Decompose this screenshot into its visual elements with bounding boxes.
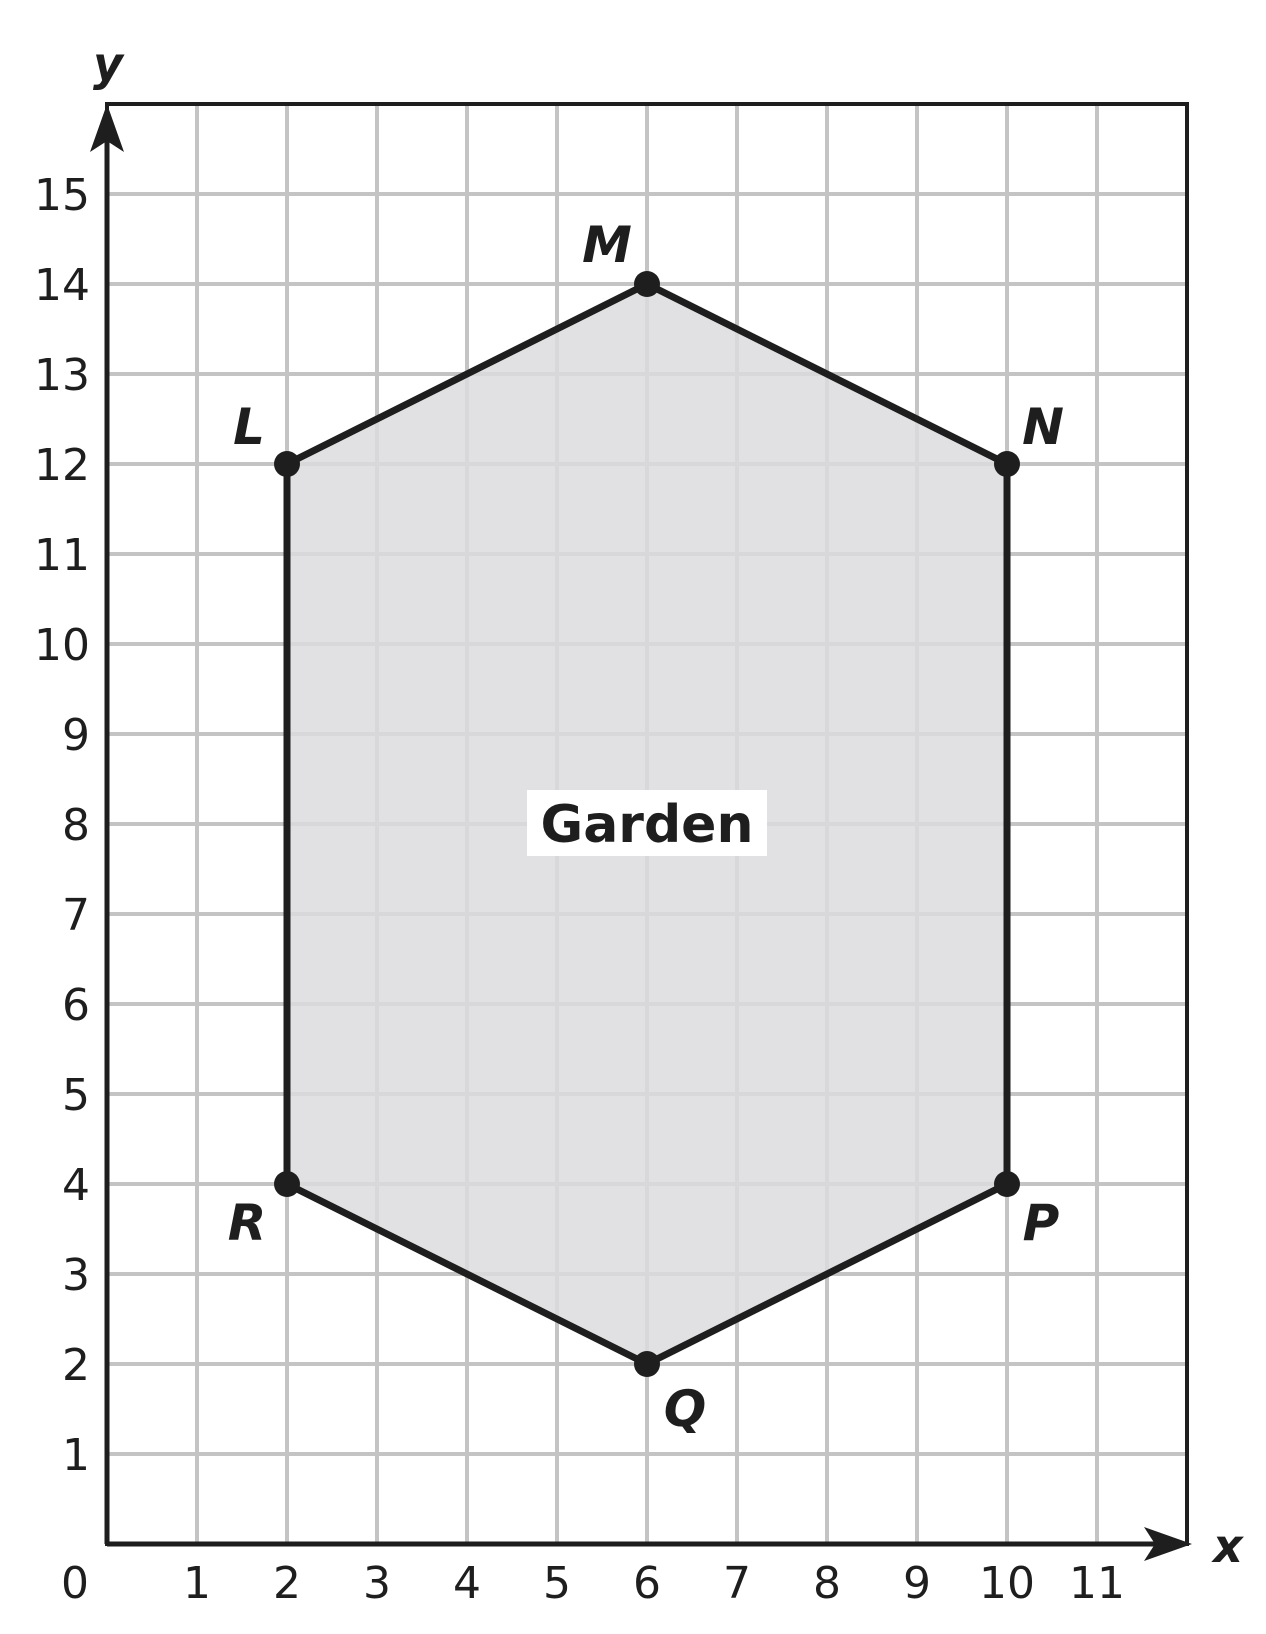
- vertex-point-m: [634, 271, 660, 297]
- garden-label: Garden: [541, 795, 754, 855]
- shape-label-group: Garden: [527, 790, 767, 856]
- y-tick-label: 7: [62, 890, 90, 941]
- y-tick-label: 13: [34, 350, 90, 401]
- y-tick-label: 15: [34, 170, 90, 221]
- x-tick-label: 11: [1069, 1558, 1125, 1609]
- y-tick-label: 2: [62, 1340, 90, 1391]
- shape-label-background: [527, 790, 767, 856]
- vertex-point-q: [634, 1351, 660, 1377]
- y-tick-label: 4: [62, 1160, 90, 1211]
- y-tick-label: 9: [62, 710, 90, 761]
- y-tick-label: 11: [34, 530, 90, 581]
- y-tick-label: 12: [34, 440, 90, 491]
- y-tick-label: 8: [62, 800, 90, 851]
- x-tick-label: 6: [633, 1558, 661, 1609]
- vertex-label-n: N: [1022, 398, 1064, 456]
- axes: yx: [90, 37, 1244, 1573]
- x-tick-label: 5: [543, 1558, 571, 1609]
- x-tick-label: 10: [979, 1558, 1035, 1609]
- vertex-label-q: Q: [664, 1380, 707, 1438]
- y-tick-label: 5: [62, 1070, 90, 1121]
- vertex-labels: L M N P Q R: [228, 216, 1064, 1438]
- y-axis-label: y: [93, 37, 125, 91]
- x-axis-arrowhead: [1144, 1527, 1192, 1561]
- x-tick-label: 8: [813, 1558, 841, 1609]
- vertex-point-p: [994, 1171, 1020, 1197]
- y-tick-label: 14: [34, 260, 90, 311]
- x-tick-label: 7: [723, 1558, 751, 1609]
- x-axis-label: x: [1211, 1519, 1244, 1573]
- y-tick-label: 1: [62, 1430, 90, 1481]
- vertex-label-m: M: [582, 216, 632, 274]
- x-tick-label: 9: [903, 1558, 931, 1609]
- y-tick-label: 3: [62, 1250, 90, 1301]
- vertex-points: [274, 271, 1020, 1377]
- x-tick-label: 4: [453, 1558, 481, 1609]
- x-tick-label: 2: [273, 1558, 301, 1609]
- vertex-point-l: [274, 451, 300, 477]
- y-tick-label: 10: [34, 620, 90, 671]
- vertex-label-l: L: [233, 398, 265, 456]
- vertex-label-p: P: [1023, 1194, 1060, 1252]
- x-tick-label: 3: [363, 1558, 391, 1609]
- y-tick-label: 6: [62, 980, 90, 1031]
- origin-tick-label: 0: [61, 1558, 89, 1609]
- y-axis-arrowhead: [90, 104, 124, 152]
- vertex-point-n: [994, 451, 1020, 477]
- x-tick-label: 1: [183, 1558, 211, 1609]
- vertex-point-r: [274, 1171, 300, 1197]
- vertex-label-r: R: [228, 1194, 267, 1252]
